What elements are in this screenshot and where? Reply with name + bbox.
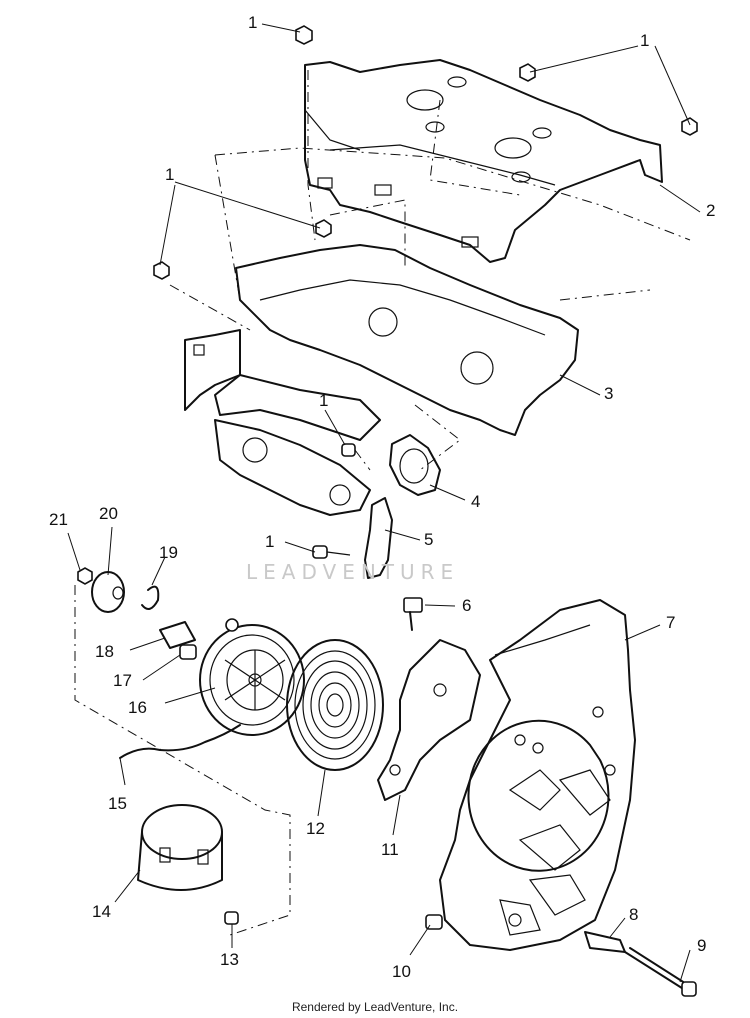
gasket-part-4: [389, 434, 441, 496]
callout-17: 17: [113, 671, 132, 690]
footer-credit: Rendered by LeadVenture, Inc.: [291, 1000, 459, 1014]
starter-cup-part-14: [137, 804, 223, 891]
callout-1: 1: [248, 13, 258, 32]
callout-3: 3: [604, 384, 614, 403]
callout-14: 14: [92, 902, 111, 921]
callout-10: 10: [392, 962, 411, 981]
alignment-lines: [74, 70, 691, 936]
callout-4: 4: [471, 492, 481, 511]
callout-7: 7: [666, 613, 676, 632]
callout-15: 15: [108, 794, 127, 813]
callout-13: 13: [220, 950, 239, 969]
screw-part-9: [624, 947, 697, 997]
clip-part-8: [584, 931, 626, 953]
upper-shroud-part-2: [304, 59, 663, 263]
lower-shroud-part-3: [184, 244, 579, 516]
leader-lines: [67, 23, 701, 983]
starter-bracket-part-11: [377, 639, 481, 801]
callout-12: 12: [306, 819, 325, 838]
watermark-text: LEADVENTURE: [246, 560, 460, 584]
callout-16: 16: [128, 698, 147, 717]
callout-8: 8: [629, 905, 639, 924]
bolt-part-6: [403, 597, 423, 631]
callout-1: 1: [319, 391, 329, 410]
callout-2: 2: [706, 201, 716, 220]
bracket-part-5: [364, 497, 393, 579]
callout-1: 1: [640, 31, 650, 50]
callout-1: 1: [265, 532, 275, 551]
blower-housing-part-7: [439, 599, 636, 951]
callout-21: 21: [49, 510, 68, 529]
hardware-part-1: [153, 25, 698, 559]
callout-6: 6: [462, 596, 472, 615]
callout-19: 19: [159, 543, 178, 562]
callout-11: 11: [381, 840, 399, 859]
pulley-part-16: [199, 618, 305, 736]
callout-18: 18: [95, 642, 114, 661]
callout-1: 1: [165, 165, 175, 184]
screw-part-13: [224, 911, 239, 925]
callout-5: 5: [424, 530, 434, 549]
rope-part-15: [119, 724, 241, 759]
callout-9: 9: [697, 936, 707, 955]
callout-20: 20: [99, 504, 118, 523]
